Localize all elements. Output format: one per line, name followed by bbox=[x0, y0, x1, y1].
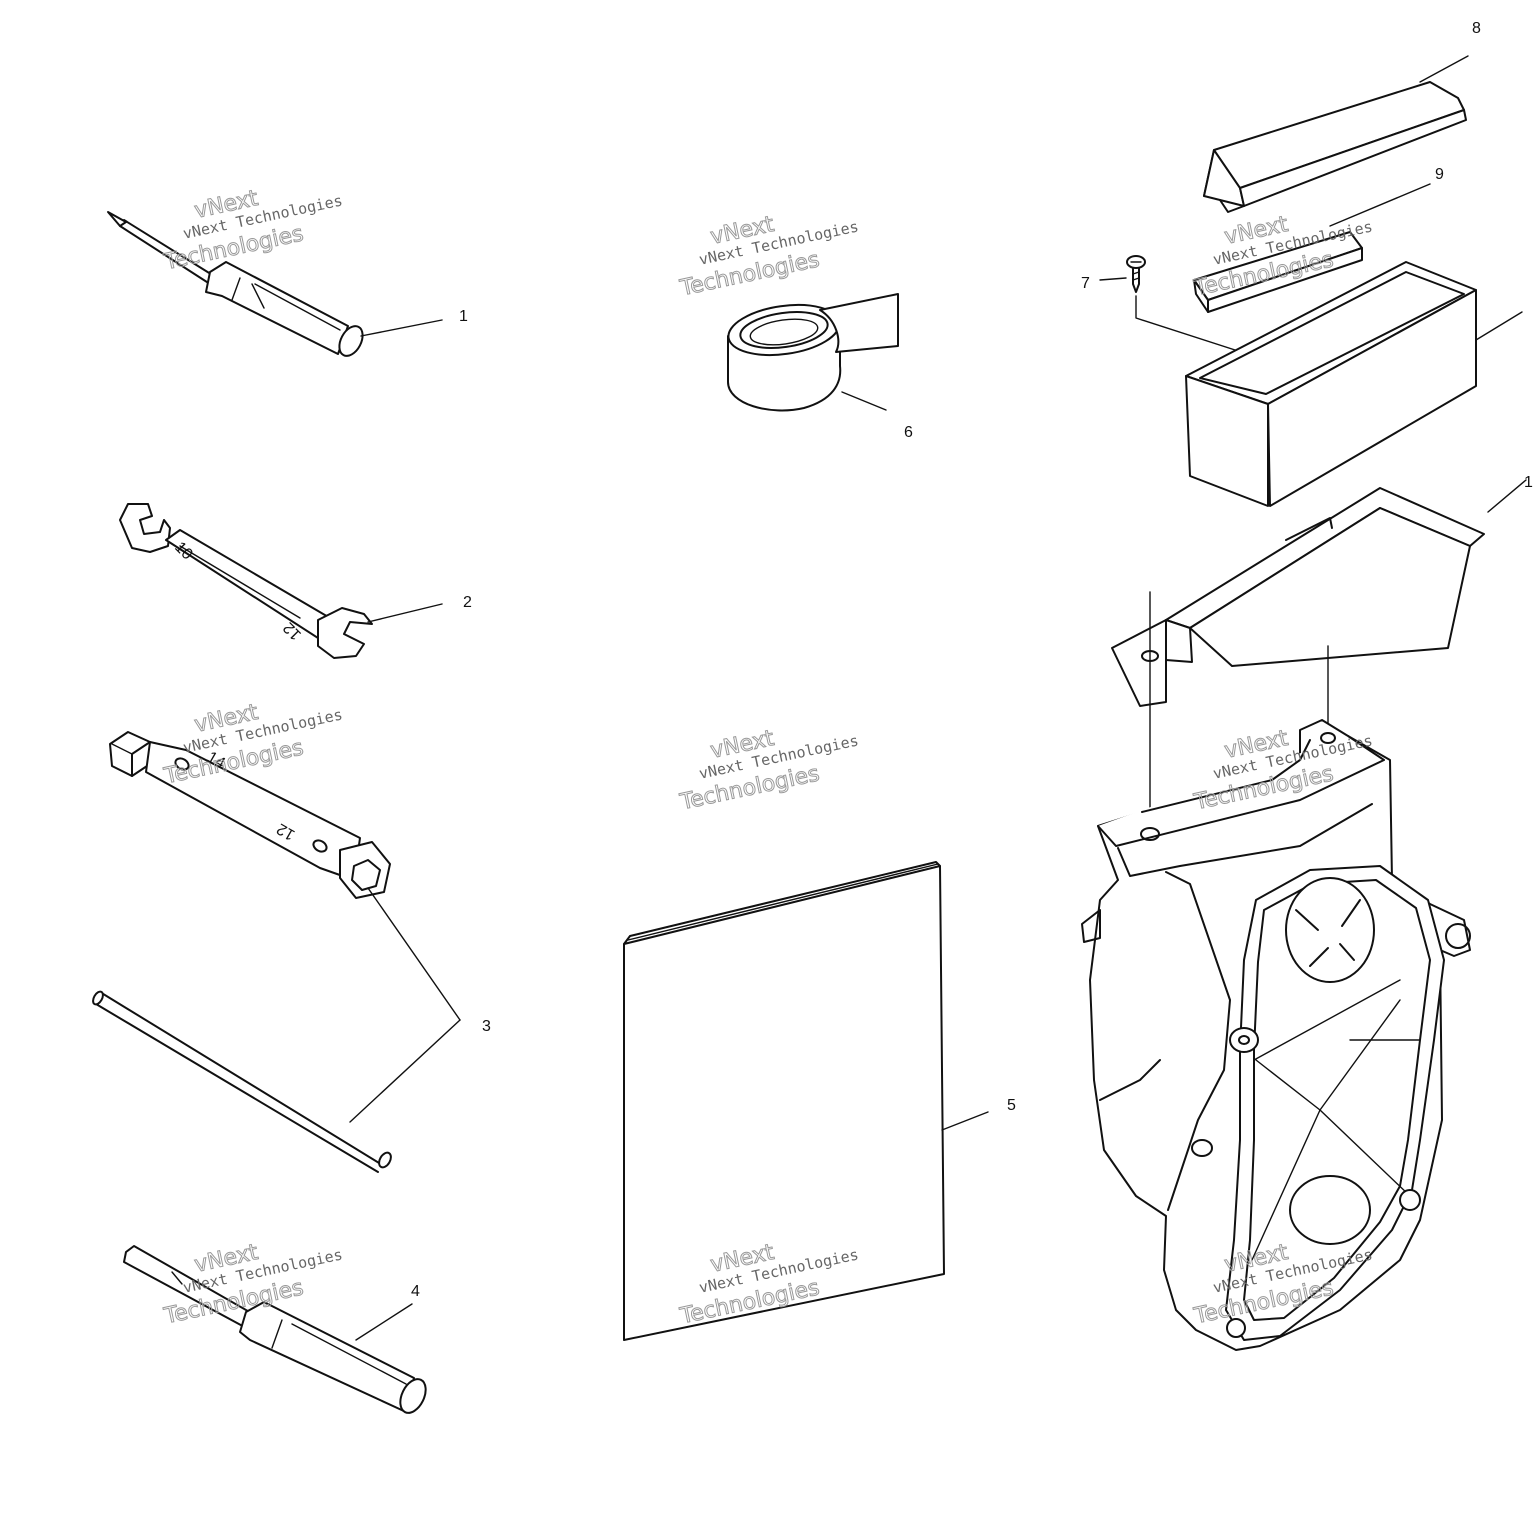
engine-housing bbox=[1081, 719, 1471, 1351]
item-1-screwdriver bbox=[107, 211, 443, 357]
svg-text:12: 12 bbox=[274, 820, 298, 844]
item-4-screwdriver bbox=[123, 1245, 427, 1414]
item-3-socket-wrench: 14 12 bbox=[109, 731, 391, 899]
item-9-pad bbox=[1193, 183, 1431, 313]
item-8-lid bbox=[1203, 55, 1469, 213]
callout-9: 9 bbox=[1435, 166, 1444, 183]
callout-8: 8 bbox=[1472, 20, 1481, 37]
callout-10: 1 bbox=[1524, 474, 1533, 491]
callout-3: 3 bbox=[482, 1018, 491, 1035]
item-5-manual bbox=[623, 861, 989, 1341]
watermark-2: vNext vNext Technologies Technologies bbox=[677, 211, 860, 301]
watermark-4: vNext vNext Technologies Technologies bbox=[161, 699, 344, 789]
item-10-bracket bbox=[1111, 479, 1527, 827]
callout-4: 4 bbox=[411, 1283, 420, 1300]
watermark-5: vNext vNext Technologies Technologies bbox=[677, 725, 860, 815]
callout-1: 1 bbox=[459, 308, 468, 325]
callout-7: 7 bbox=[1081, 275, 1090, 292]
svg-text:14: 14 bbox=[204, 749, 228, 773]
item-2-wrench: 10 12 bbox=[119, 503, 443, 659]
callout-5: 5 bbox=[1007, 1097, 1016, 1114]
item-6-tape-roll bbox=[727, 293, 899, 412]
callout-2: 2 bbox=[463, 594, 472, 611]
callout-labels: 1 2 3 4 5 6 7 8 9 1 bbox=[411, 20, 1533, 1300]
tool-box bbox=[1185, 261, 1523, 507]
item-3-tommy-bar bbox=[92, 887, 461, 1173]
watermark-1: vNext vNext Technologies Technologies bbox=[161, 185, 344, 275]
callout-6: 6 bbox=[904, 424, 913, 441]
